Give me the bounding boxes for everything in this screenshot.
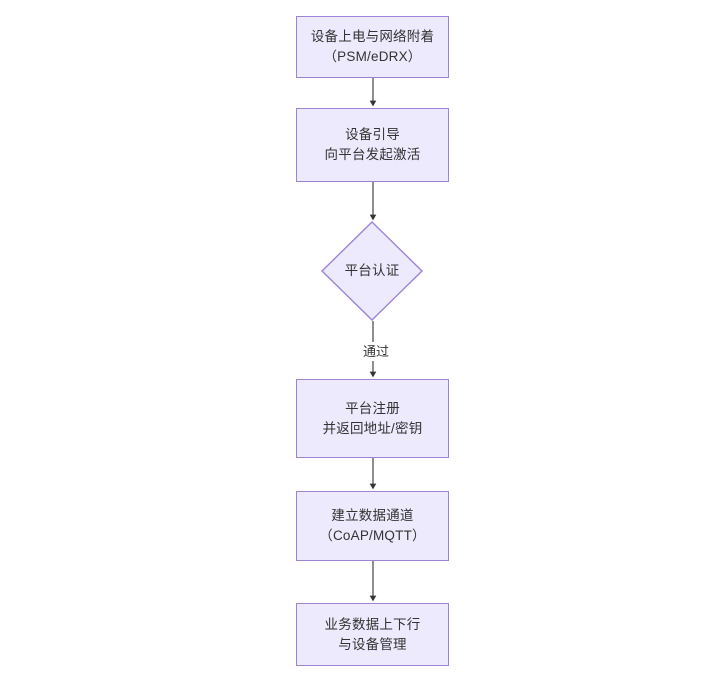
diamond-shape bbox=[321, 221, 423, 321]
node-text-line-2: （PSM/eDRX） bbox=[323, 49, 422, 64]
node-text-line-1: 建立数据通道 bbox=[331, 508, 414, 523]
node-establish-data-channel[interactable]: 建立数据通道 （CoAP/MQTT） bbox=[296, 491, 449, 561]
node-platform-registration[interactable]: 平台注册 并返回地址/密钥 bbox=[296, 379, 449, 458]
node-text-line-2: 并返回地址/密钥 bbox=[322, 420, 423, 436]
node-platform-authentication[interactable]: 平台认证 bbox=[321, 221, 423, 321]
edge-label-pass: 通过 bbox=[356, 342, 396, 361]
node-text-line-2: （CoAP/MQTT） bbox=[319, 528, 426, 543]
node-text-line-1: 平台注册 bbox=[345, 400, 400, 416]
node-device-power-on[interactable]: 设备上电与网络附着 （PSM/eDRX） bbox=[296, 16, 449, 78]
node-text-line-1: 设备上电与网络附着 bbox=[310, 29, 435, 44]
node-text-line-1: 平台认证 bbox=[344, 263, 400, 278]
node-business-data-and-management[interactable]: 业务数据上下行 与设备管理 bbox=[296, 603, 449, 666]
node-text-line-1: 设备引导 bbox=[345, 127, 400, 142]
node-text-line-2: 与设备管理 bbox=[338, 636, 407, 652]
node-device-bootstrap[interactable]: 设备引导 向平台发起激活 bbox=[296, 108, 449, 182]
node-text-line-1: 业务数据上下行 bbox=[324, 616, 421, 632]
node-text-line-2: 向平台发起激活 bbox=[324, 147, 421, 162]
